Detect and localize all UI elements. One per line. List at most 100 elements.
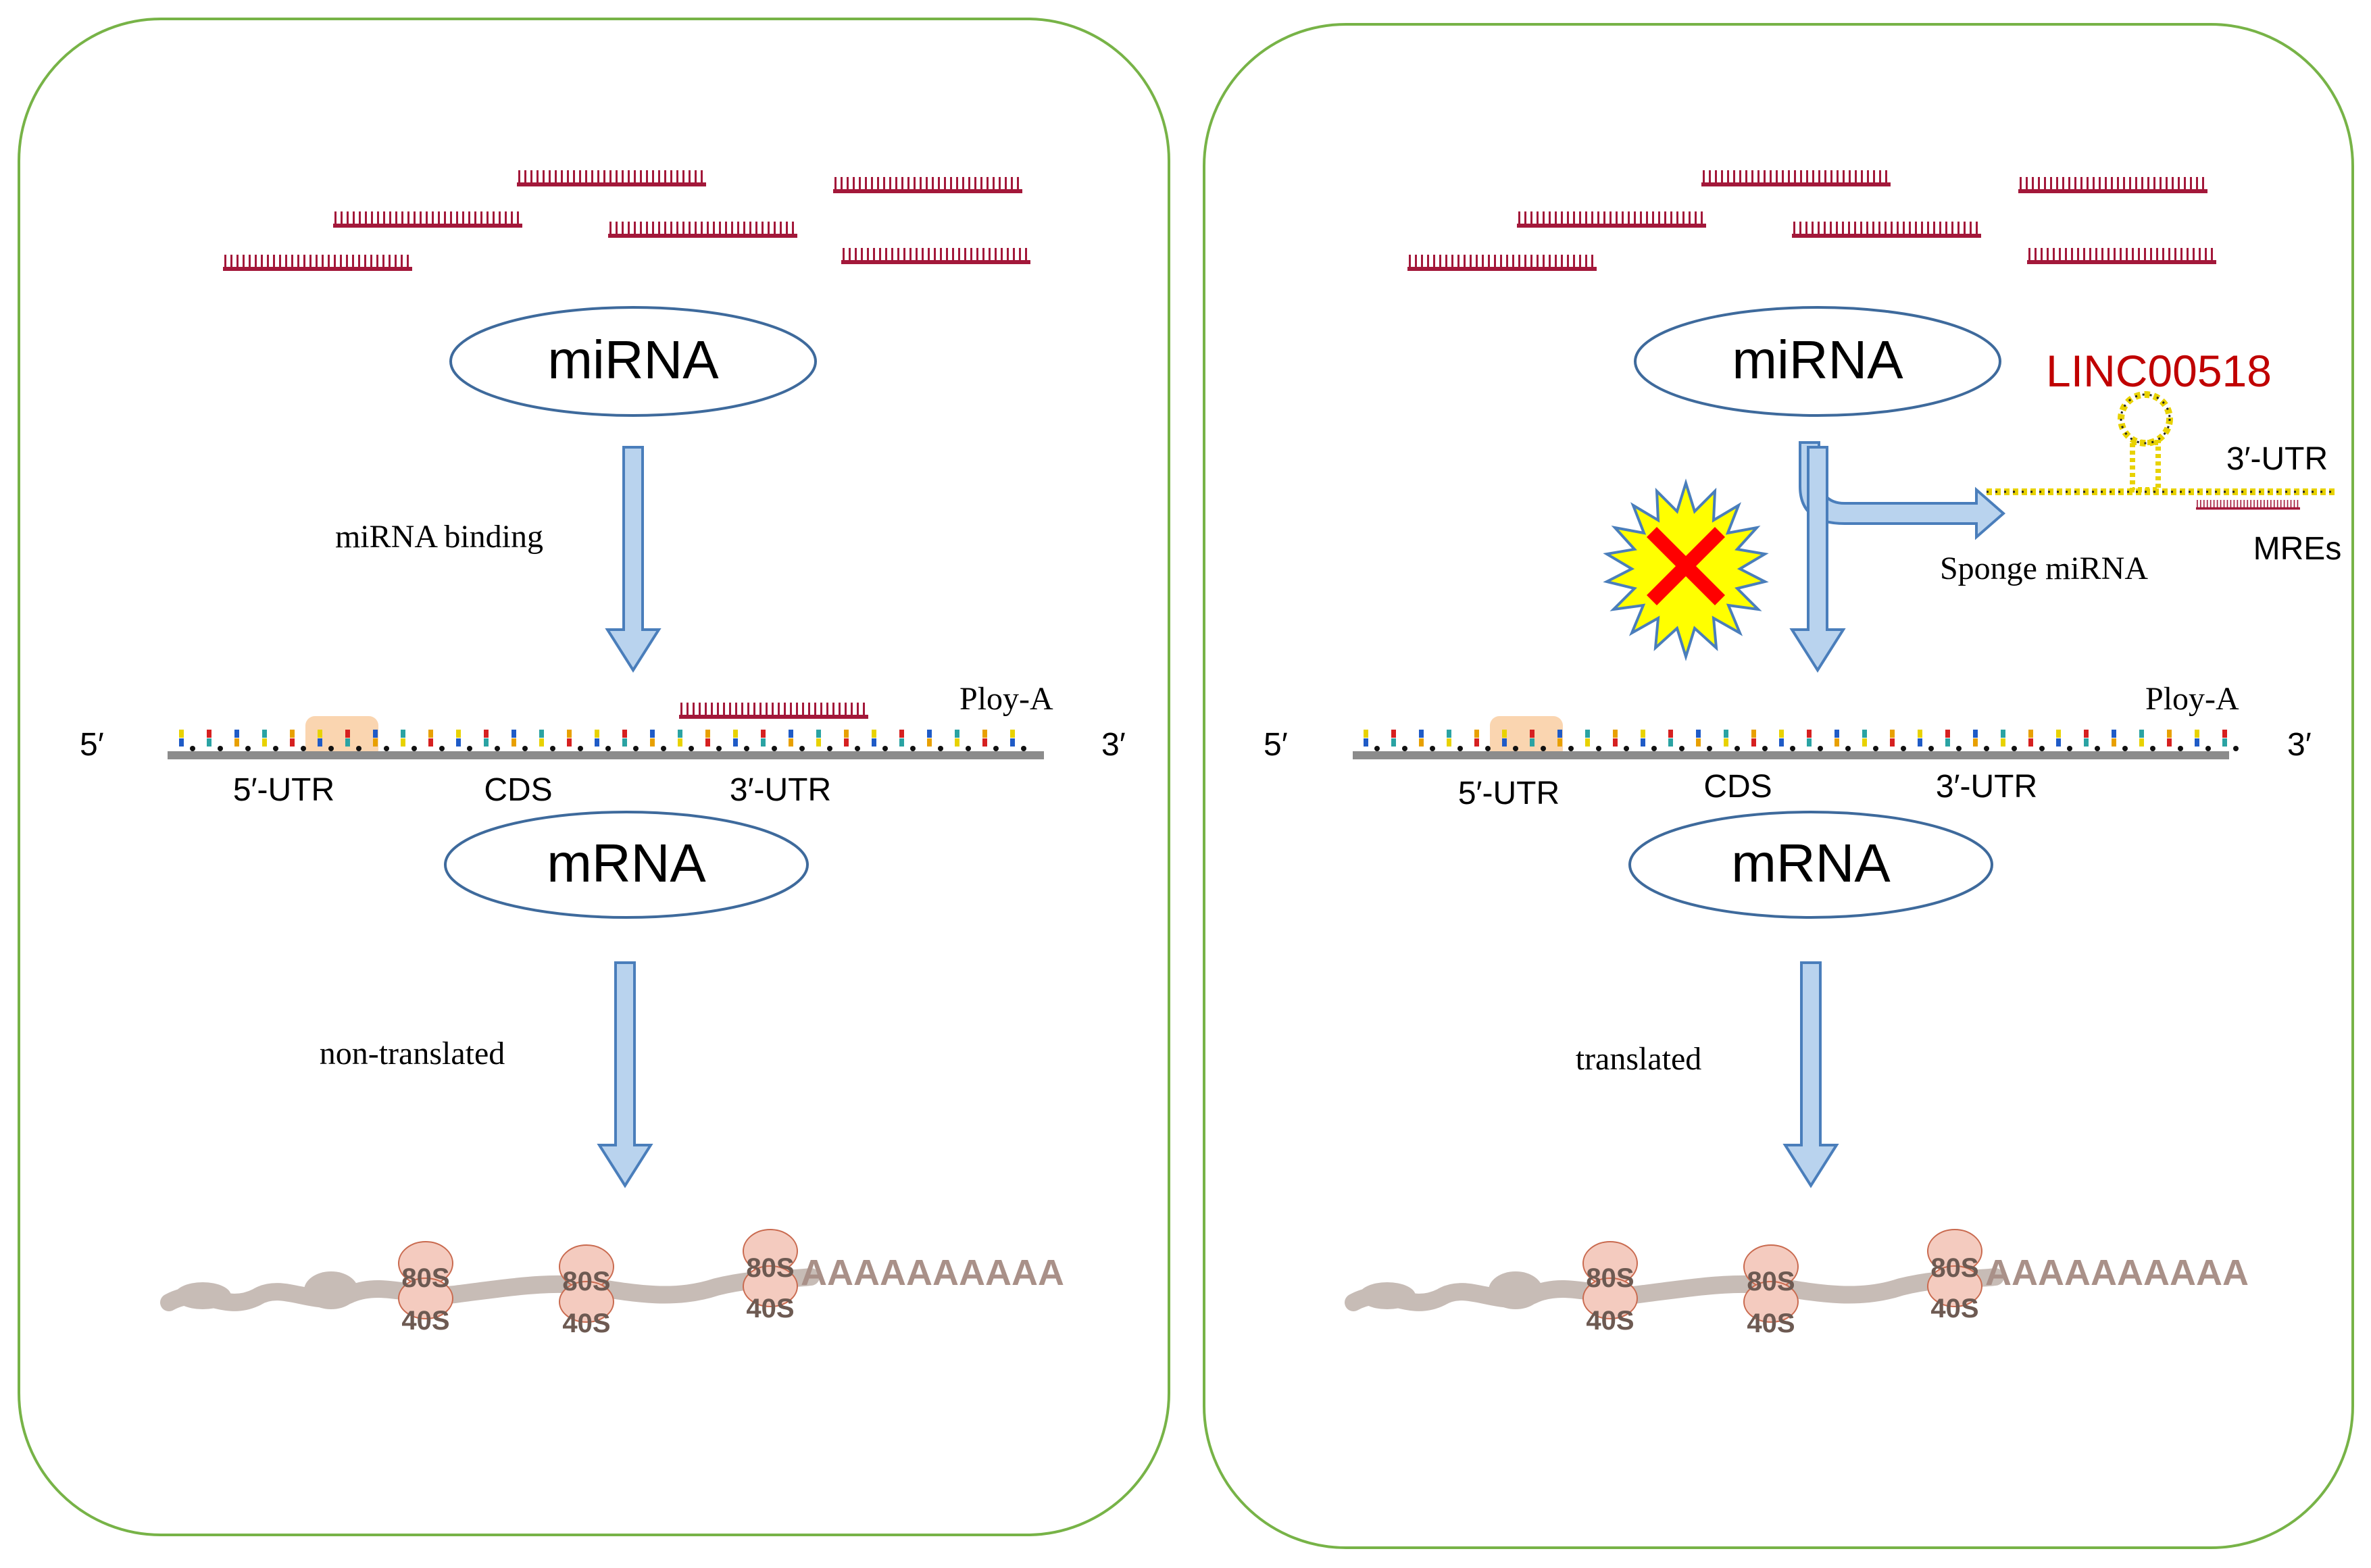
base-pair (2195, 730, 2211, 751)
base-pair (1862, 730, 1878, 751)
utr3-label: 3′-UTR (730, 772, 831, 808)
mirna-strand (1792, 222, 1981, 238)
base-pair (1807, 730, 1823, 751)
base-pair (2112, 730, 2128, 751)
mrna-ellipse (444, 811, 809, 919)
base-pair (2056, 730, 2072, 751)
ribosome: 80S 40S (1743, 1244, 1799, 1338)
base-pair (1751, 730, 1768, 751)
left-panel: miRNA miRNA binding 5′ 3′ Ploy-A 5′-UTR … (18, 18, 1170, 1536)
blocked-starburst (1603, 478, 1769, 661)
translation-track: 80S 40S 80S 40S 80S 40S AAAAAAAAAA (1345, 1229, 2249, 1338)
base-pair (622, 730, 639, 751)
ribosome-large-label: 80S (562, 1267, 610, 1296)
base-pair (207, 730, 223, 751)
mrna-label: mRNA (547, 833, 706, 893)
base-pair (262, 730, 278, 751)
base-pair (705, 730, 722, 751)
base-pair (2028, 730, 2045, 751)
ribosome-large-label: 80S (401, 1263, 449, 1293)
base-pair (2222, 730, 2239, 751)
mirna-label: miRNA (1732, 330, 1903, 390)
base-pair (1530, 730, 1546, 751)
base-pair (1890, 730, 1906, 751)
bound-mirna-strand (679, 703, 868, 719)
base-pair (982, 730, 999, 751)
mres-label: MREs (2253, 531, 2342, 567)
mrna-cap (1489, 1271, 1543, 1309)
mirna-label: miRNA (547, 330, 719, 390)
base-pair (678, 730, 694, 751)
mrna-strand (1353, 716, 2239, 759)
base-pair (234, 730, 251, 751)
base-pair (2139, 730, 2155, 751)
base-pair (290, 730, 306, 751)
five-prime-label: 5′ (80, 727, 104, 763)
ribosome-large-label: 80S (1930, 1253, 1978, 1283)
mrna-backbone (1353, 751, 2229, 759)
base-pair (733, 730, 749, 751)
ribosome: 80S 40S (559, 1244, 614, 1338)
utr5-label: 5′-UTR (1458, 776, 1559, 811)
utr5-label: 5′-UTR (233, 772, 334, 808)
poly-a-tail: AAAAAAAAAA (801, 1253, 1064, 1293)
base-pair (373, 730, 389, 751)
base-pair (1502, 730, 1518, 751)
binding-label: miRNA binding (335, 519, 543, 555)
ribosome: 80S 40S (743, 1229, 798, 1323)
right-panel-frame (1203, 23, 2354, 1549)
base-pair (567, 730, 583, 751)
mirna-strand (841, 248, 1030, 264)
mrna-track-line (1345, 1268, 2004, 1311)
mrna-track-line (160, 1268, 820, 1311)
lnc-utr3-label: 3′-UTR (2226, 441, 2328, 477)
nucleotide-bases (179, 730, 1026, 751)
base-pair (456, 730, 472, 751)
base-pair (1668, 730, 1684, 751)
base-pair (955, 730, 971, 751)
mrna-ellipse (1628, 811, 1993, 919)
base-pair (179, 730, 195, 751)
cross-icon (1647, 527, 1725, 605)
mirna-strand (2018, 177, 2207, 193)
base-pair (318, 730, 334, 751)
three-prime-label: 3′ (2287, 727, 2312, 763)
polya-label: Ploy-A (2145, 681, 2239, 717)
base-pair (428, 730, 445, 751)
mrna-cap (1359, 1282, 1416, 1309)
base-pair (401, 730, 417, 751)
ribosome-small-label: 40S (1930, 1294, 1978, 1323)
mirna-strand (517, 170, 706, 186)
mirna-ellipse (449, 306, 817, 417)
outcome-label: non-translated (320, 1036, 505, 1071)
base-pair (872, 730, 888, 751)
base-pair (1010, 730, 1026, 751)
mirna-strand (1701, 170, 1891, 186)
sponge-label: Sponge miRNA (1940, 551, 2148, 586)
mirna-strand (2027, 248, 2216, 264)
base-pair (511, 730, 528, 751)
base-pair (1474, 730, 1491, 751)
base-pair (844, 730, 860, 751)
base-pair (1557, 730, 1574, 751)
ribosome-small-label: 40S (746, 1294, 794, 1323)
base-pair (1918, 730, 1934, 751)
mrna-cap (304, 1271, 358, 1309)
base-pair (1364, 730, 1380, 751)
base-pair (2001, 730, 2017, 751)
cds-label: CDS (484, 772, 552, 808)
ribosome: 80S 40S (398, 1241, 453, 1336)
mirna-strand (1407, 255, 1597, 271)
ribosome-small-label: 40S (1747, 1309, 1795, 1338)
base-pair (1419, 730, 1435, 751)
mre-mirna-strand (2196, 500, 2300, 510)
ribosome-small-label: 40S (401, 1306, 449, 1336)
ribosome-large-label: 80S (1586, 1263, 1634, 1293)
mirna-strand (223, 255, 412, 271)
right-panel: miRNA LINC00518 3′-UTR MREs Sponge miRNA (1203, 23, 2354, 1549)
base-pair (789, 730, 805, 751)
poly-a-tail: AAAAAAAAAA (1985, 1253, 2249, 1293)
base-pair (345, 730, 361, 751)
mrna-backbone (168, 751, 1044, 759)
